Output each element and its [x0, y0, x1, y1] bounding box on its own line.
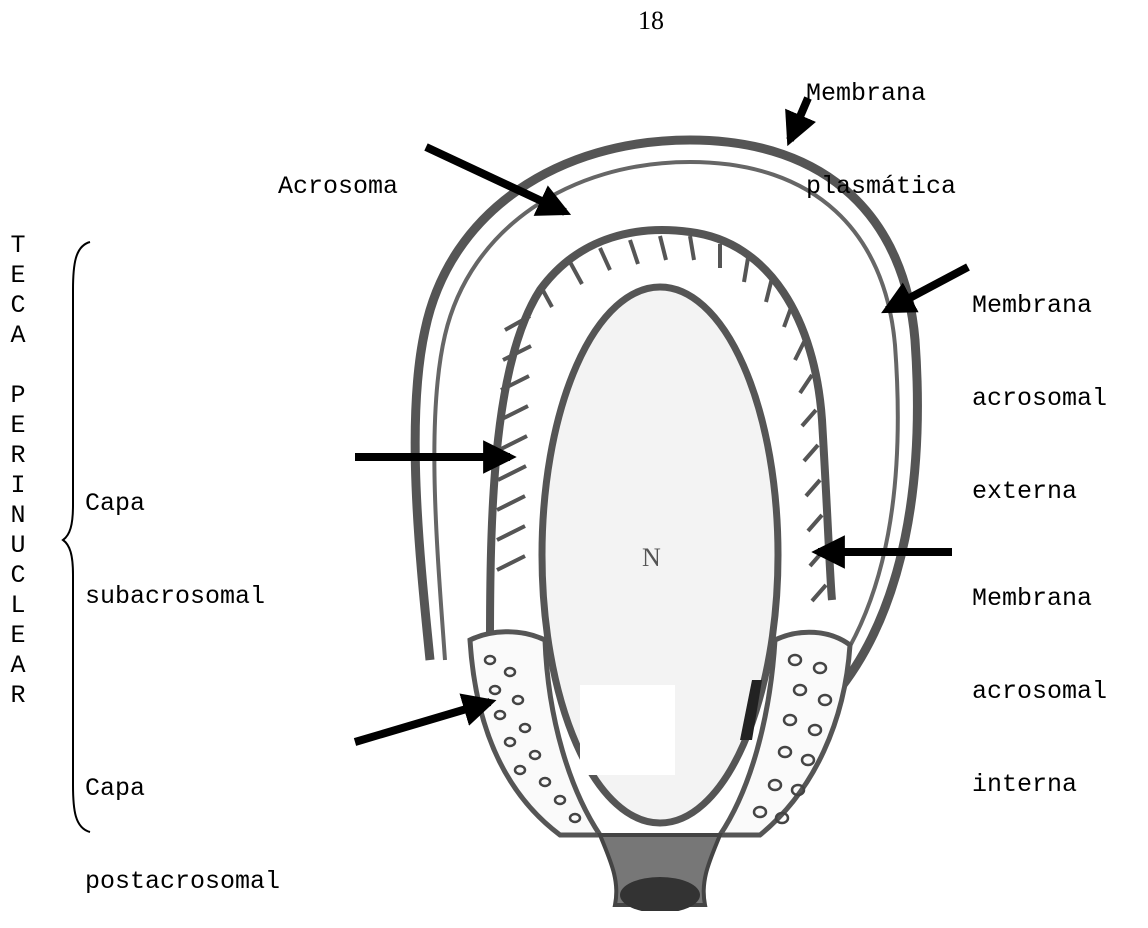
vertical-label-teca-perinuclear: T E C A P E R I N U C L E A R: [8, 231, 28, 801]
arrow-postacrosomal-layer: [355, 702, 490, 742]
label-line: Capa: [85, 773, 280, 804]
label-acrosome: Acrosoma: [278, 109, 398, 233]
label-subacrosomal-layer: Capa subacrosomal: [85, 426, 265, 643]
vert-letter: R: [8, 441, 28, 470]
label-line: Membrana: [972, 290, 1107, 321]
label-line: Capa: [85, 488, 265, 519]
vert-letter: N: [8, 501, 28, 530]
label-line: interna: [972, 769, 1107, 800]
label-inner-acrosomal-membrane: Membrana acrosomal interna: [972, 521, 1107, 831]
vert-letter: P: [8, 381, 28, 410]
label-line: Acrosoma: [278, 171, 398, 202]
page-number: 18: [638, 6, 664, 36]
vert-letter: C: [8, 291, 28, 320]
vert-letter: U: [8, 531, 28, 560]
vert-letter: T: [8, 231, 28, 260]
vert-letter: E: [8, 261, 28, 290]
label-line: subacrosomal: [85, 581, 265, 612]
label-line: plasmática: [806, 171, 956, 202]
vert-letter: A: [8, 651, 28, 680]
vert-letter: E: [8, 411, 28, 440]
vert-letter: I: [8, 471, 28, 500]
label-line: externa: [972, 476, 1107, 507]
vert-letter: A: [8, 321, 28, 350]
vert-letter: C: [8, 561, 28, 590]
vert-letter: E: [8, 621, 28, 650]
label-line: postacrosomal: [85, 866, 280, 897]
label-outer-acrosomal-membrane: Membrana acrosomal externa: [972, 228, 1107, 538]
label-line: acrosomal: [972, 383, 1107, 414]
nucleus-label: N: [642, 543, 661, 573]
label-line: acrosomal: [972, 676, 1107, 707]
label-line: Membrana: [972, 583, 1107, 614]
nucleus-blank-patch: [580, 685, 675, 775]
vert-letter: L: [8, 591, 28, 620]
label-plasma-membrane: Membrana plasmática: [806, 16, 956, 233]
vert-letter: R: [8, 681, 28, 710]
label-line: Membrana: [806, 78, 956, 109]
label-postacrosomal-layer: Capa postacrosomal: [85, 711, 280, 928]
